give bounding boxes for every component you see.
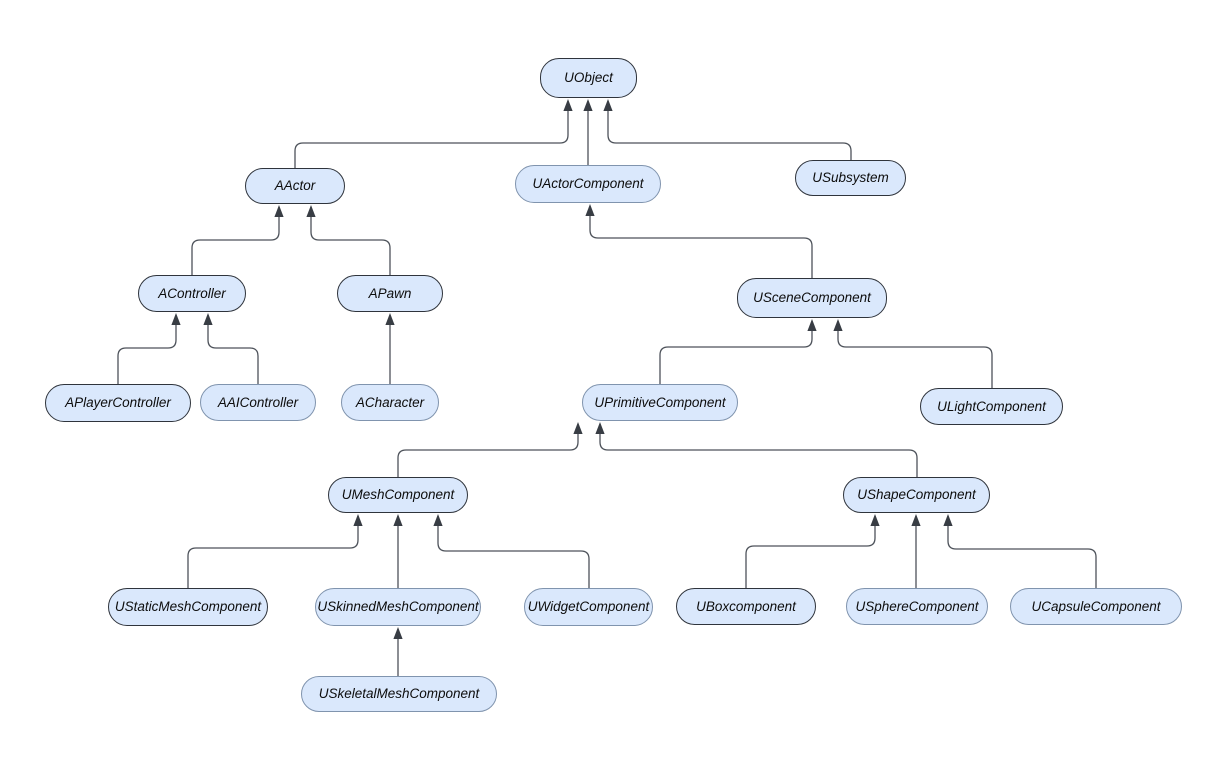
arrowhead-apawn-to-aactor — [306, 205, 316, 217]
node-label-uskinnedmeshcomponent: USkinnedMeshComponent — [317, 599, 479, 615]
node-label-ushapecomponent: UShapeComponent — [857, 487, 976, 503]
arrowhead-ulightcomponent-to-uscenecomponent — [833, 319, 843, 331]
edge-uboxcomponent-to-ushapecomponent — [745, 524, 876, 588]
node-label-uspherecomponent: USphereComponent — [855, 598, 979, 614]
node-label-usubsystem: USubsystem — [812, 170, 889, 186]
node-uscenecomponent: USceneComponent — [737, 278, 887, 318]
edge-uscenecomponent-to-uactorcomponent — [589, 214, 813, 278]
node-uobject: UObject — [540, 58, 637, 98]
node-aaicontroller: AAIController — [200, 384, 316, 421]
node-label-acharacter: ACharacter — [355, 394, 425, 410]
node-label-umeshcomponent: UMeshComponent — [341, 487, 455, 503]
node-label-aplayercontroller: APlayerController — [65, 395, 171, 411]
edge-uwidgetcomponent-to-umeshcomponent — [437, 524, 590, 588]
node-label-acontroller: AController — [158, 285, 226, 301]
node-label-uprimitivecomponent: UPrimitiveComponent — [594, 394, 726, 410]
edge-aactor-to-uobject — [294, 109, 569, 168]
edge-usubsystem-to-uobject — [607, 109, 852, 160]
edge-ulightcomponent-to-uscenecomponent — [837, 329, 993, 388]
arrowhead-aaicontroller-to-acontroller — [203, 313, 213, 325]
edge-ucapsulecomponent-to-ushapecomponent — [947, 524, 1097, 588]
arrowhead-acharacter-to-apawn — [385, 313, 395, 325]
arrowhead-aactor-to-uobject — [563, 99, 573, 111]
node-aactor: AActor — [245, 168, 345, 204]
node-ushapecomponent: UShapeComponent — [843, 477, 990, 513]
arrowhead-acontroller-to-aactor — [274, 205, 284, 217]
node-uboxcomponent: UBoxcomponent — [676, 588, 816, 625]
node-ulightcomponent: ULightComponent — [920, 388, 1063, 425]
node-apawn: APawn — [337, 275, 443, 312]
edge-acontroller-to-aactor — [191, 215, 280, 275]
node-label-uwidgetcomponent: UWidgetComponent — [527, 599, 650, 615]
node-label-uactorcomponent: UActorComponent — [532, 176, 644, 192]
node-ucapsulecomponent: UCapsuleComponent — [1010, 588, 1182, 625]
arrowhead-uwidgetcomponent-to-umeshcomponent — [433, 514, 443, 526]
node-uactorcomponent: UActorComponent — [515, 165, 661, 203]
node-uprimitivecomponent: UPrimitiveComponent — [582, 384, 738, 421]
node-label-ucapsulecomponent: UCapsuleComponent — [1031, 598, 1161, 614]
arrowhead-aplayercontroller-to-acontroller — [171, 313, 181, 325]
node-label-aaicontroller: AAIController — [217, 394, 299, 410]
node-label-uscenecomponent: USceneComponent — [753, 290, 871, 306]
node-ustaticmeshcomponent: UStaticMeshComponent — [108, 588, 268, 626]
arrowhead-uskeletalmeshcomponent-to-uskinnedmeshcomponent — [393, 627, 403, 639]
node-label-uskeletalmeshcomponent: USkeletalMeshComponent — [318, 686, 480, 702]
edge-aaicontroller-to-acontroller — [207, 323, 259, 384]
node-label-aactor: AActor — [274, 178, 316, 194]
node-aplayercontroller: APlayerController — [45, 384, 191, 422]
node-uspherecomponent: USphereComponent — [846, 588, 988, 625]
edge-ustaticmeshcomponent-to-umeshcomponent — [187, 524, 359, 588]
edge-uprimitivecomponent-to-uscenecomponent — [659, 329, 813, 384]
node-label-ulightcomponent: ULightComponent — [937, 398, 1046, 414]
node-label-uobject: UObject — [564, 70, 613, 86]
node-acharacter: ACharacter — [341, 384, 439, 421]
edge-aplayercontroller-to-acontroller — [117, 323, 177, 384]
node-uwidgetcomponent: UWidgetComponent — [524, 588, 653, 626]
arrowhead-usubsystem-to-uobject — [603, 99, 613, 111]
arrowhead-uboxcomponent-to-ushapecomponent — [870, 514, 880, 526]
node-umeshcomponent: UMeshComponent — [328, 477, 468, 513]
arrowhead-ustaticmeshcomponent-to-umeshcomponent — [353, 514, 363, 526]
node-usubsystem: USubsystem — [795, 160, 906, 196]
edge-apawn-to-aactor — [310, 215, 391, 275]
arrowhead-ucapsulecomponent-to-ushapecomponent — [943, 514, 953, 526]
edge-ushapecomponent-to-uprimitivecomponent — [599, 432, 918, 477]
node-uskeletalmeshcomponent: USkeletalMeshComponent — [301, 676, 497, 712]
arrowhead-ushapecomponent-to-uprimitivecomponent — [595, 422, 605, 434]
node-acontroller: AController — [138, 275, 246, 312]
edge-umeshcomponent-to-uprimitivecomponent — [397, 432, 579, 477]
arrowhead-uskinnedmeshcomponent-to-umeshcomponent — [393, 514, 403, 526]
arrowhead-umeshcomponent-to-uprimitivecomponent — [573, 422, 583, 434]
node-label-uboxcomponent: UBoxcomponent — [696, 598, 796, 614]
arrowhead-uspherecomponent-to-ushapecomponent — [911, 514, 921, 526]
arrowhead-uactorcomponent-to-uobject — [583, 99, 593, 111]
arrowhead-uscenecomponent-to-uactorcomponent — [585, 204, 595, 216]
node-label-apawn: APawn — [368, 285, 412, 301]
node-label-ustaticmeshcomponent: UStaticMeshComponent — [114, 599, 262, 615]
arrowhead-uprimitivecomponent-to-uscenecomponent — [807, 319, 817, 331]
node-uskinnedmeshcomponent: USkinnedMeshComponent — [315, 588, 481, 626]
